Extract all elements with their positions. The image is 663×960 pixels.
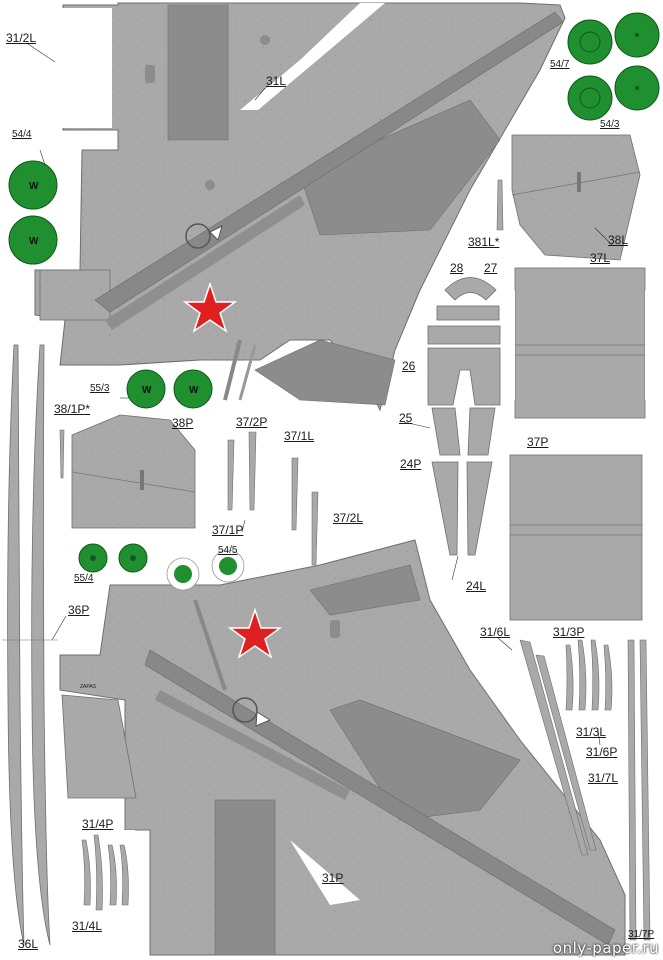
label-37-1L: 37/1L [284,429,315,443]
label-54-5: 54/5 [218,545,238,556]
wheels-54-7 [567,12,660,121]
wheels-54-4: W W [8,160,58,265]
panel-37L [507,267,653,419]
label-31L: 31L [266,74,287,88]
panel-37P [509,454,643,621]
fuselage-half-left [34,2,566,412]
label-27: 27 [484,261,498,275]
red-star-lower [227,607,283,659]
wheels-54-5 [166,549,245,591]
wheels-55-4 [78,543,148,573]
fuselage-half-right [59,539,626,956]
label-31-7P: 31/7P [628,929,655,940]
label-37-2L: 37/2L [333,511,364,525]
label-24P: 24P [400,457,422,471]
label-31-3L: 31/3L [576,725,607,739]
label-381L: 381L* [468,235,500,249]
label-28: 28 [450,261,464,275]
wheel-mark: W [142,385,152,396]
watermark: only-paper.ru [552,939,659,957]
leader-lines [27,43,613,746]
label-38P: 38P [172,416,194,430]
label-37-1P: 37/1P [212,523,244,537]
label-37P: 37P [527,435,549,449]
label-24L: 24L [466,579,487,593]
wheel-mark: W [29,236,39,247]
fin-38L [511,134,641,261]
fin-38P [71,414,196,529]
label-31-2L: 31/2L [6,31,37,45]
strips-37 [227,431,319,566]
label-31-4L: 31/4L [72,919,103,933]
label-31P: 31P [322,871,344,885]
wheels-55-3: W W [126,369,213,409]
label-37-2P: 37/2P [236,415,268,429]
intake-parts [427,277,501,556]
red-star-upper [182,281,238,333]
label-36L: 36L [18,937,39,951]
label-38L: 38L [608,233,629,247]
label-54-3: 54/3 [600,119,620,130]
label-26: 26 [402,359,416,373]
label-54-7: 54/7 [550,59,570,70]
zapas-label: ZAPAS [80,684,97,690]
label-37L: 37L [590,251,611,265]
label-31-7L: 31/7L [588,771,619,785]
label-36P: 36P [68,603,90,617]
blades-36 [2,344,58,946]
label-54-4: 54/4 [12,129,32,140]
label-31-6L: 31/6L [480,625,511,639]
label-55-3: 55/3 [90,383,110,394]
zapas-panel: ZAPAS [61,684,137,799]
label-31-4P: 31/4P [82,817,114,831]
strips-31 [81,639,651,941]
wheel-mark: W [189,385,199,396]
label-55-4: 55/4 [74,573,94,584]
wheel-mark: W [29,181,39,192]
label-31-6P: 31/6P [586,745,618,759]
label-31-3P: 31/3P [553,625,585,639]
label-38-1P: 38/1P* [54,402,91,416]
label-25: 25 [399,411,413,425]
